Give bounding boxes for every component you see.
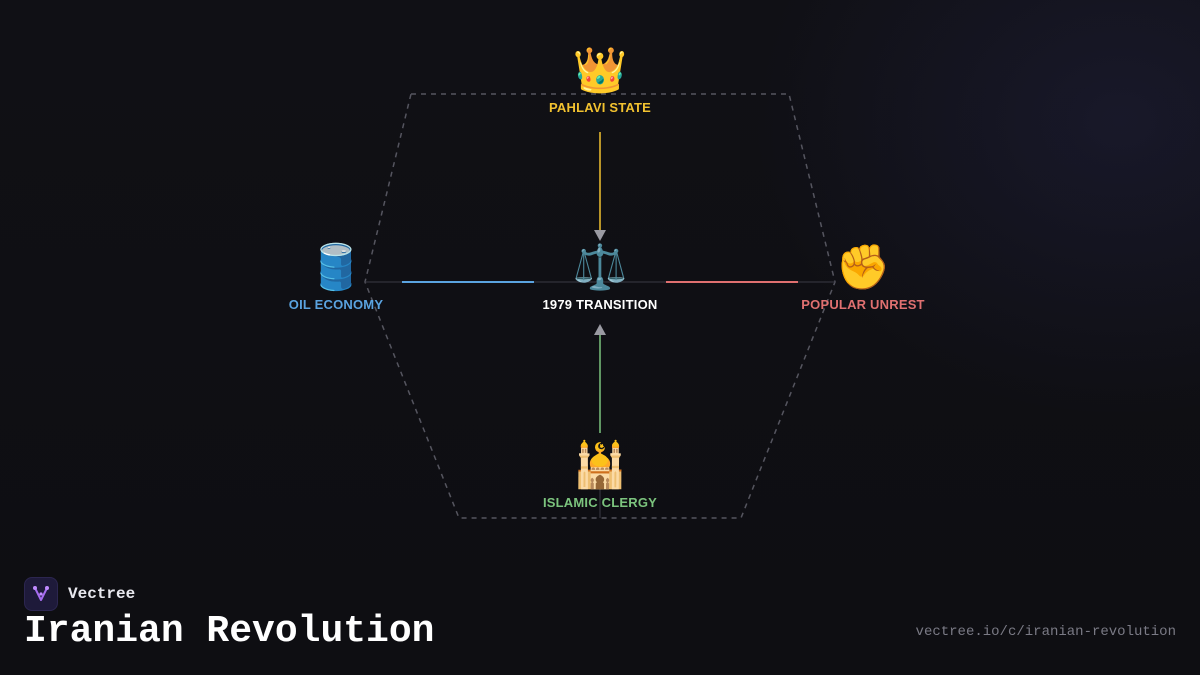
node-pahlavi-state: 👑 PAHLAVI STATE	[520, 45, 680, 116]
brand[interactable]: Vectree	[24, 577, 135, 611]
node-oil-economy: 🛢️ OIL ECONOMY	[256, 242, 416, 313]
node-label: PAHLAVI STATE	[548, 100, 652, 115]
node-islamic-clergy: 🕌 ISLAMIC CLERGY	[520, 440, 680, 511]
node-label: ISLAMIC CLERGY	[542, 495, 658, 510]
arrowhead-up	[594, 324, 606, 335]
crown-icon: 👑	[572, 45, 628, 96]
vectree-logo-icon	[24, 577, 58, 611]
page-title: Iranian Revolution	[24, 610, 435, 653]
brand-name: Vectree	[68, 585, 136, 603]
node-label: POPULAR UNREST	[801, 297, 925, 312]
mosque-icon: 🕌	[572, 440, 628, 491]
node-popular-unrest: ✊ POPULAR UNREST	[783, 242, 943, 313]
raised-fist-icon: ✊	[835, 242, 891, 293]
node-label: 1979 TRANSITION	[542, 297, 658, 312]
balance-scale-icon: ⚖️	[572, 242, 628, 293]
oil-barrel-icon: 🛢️	[308, 242, 364, 293]
node-label: OIL ECONOMY	[288, 297, 384, 312]
page-url[interactable]: vectree.io/c/iranian-revolution	[915, 624, 1176, 640]
node-1979-transition: ⚖️ 1979 TRANSITION	[520, 242, 680, 313]
arrowhead-down	[594, 230, 606, 241]
